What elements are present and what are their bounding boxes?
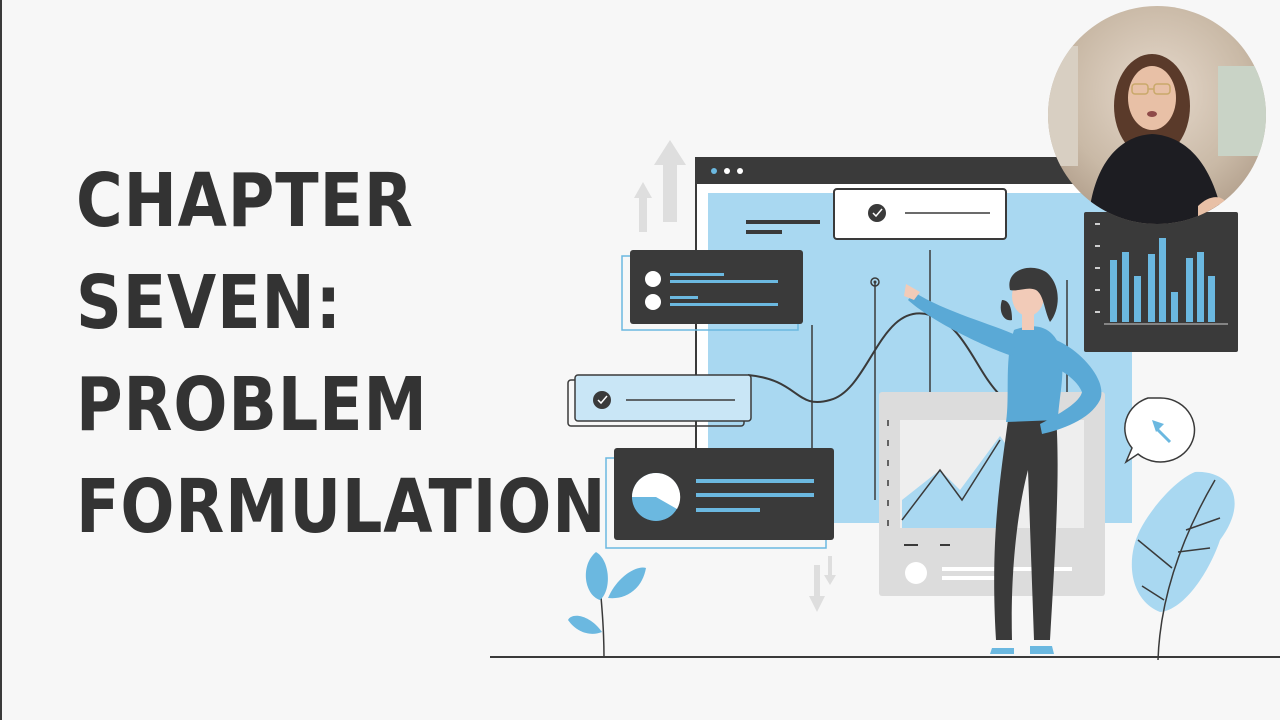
cursor-bubble bbox=[1124, 397, 1196, 465]
cursor-icon bbox=[1152, 420, 1172, 444]
leaf-icon bbox=[568, 552, 646, 659]
title-line-4: FORMULATION bbox=[76, 464, 607, 550]
arrow-up-icon bbox=[634, 140, 686, 232]
pie-chart-icon bbox=[632, 472, 681, 521]
check-icon bbox=[593, 391, 611, 409]
woman-figure bbox=[904, 267, 1102, 654]
check-card-blue bbox=[567, 374, 752, 427]
leaf-icon bbox=[1131, 471, 1235, 661]
list-card bbox=[621, 250, 803, 331]
check-card-top bbox=[833, 188, 1007, 240]
title-line-1: CHAPTER bbox=[76, 158, 414, 244]
bar-chart-panel bbox=[1084, 212, 1238, 352]
title-line-3: PROBLEM bbox=[76, 362, 428, 448]
pie-card bbox=[605, 448, 834, 549]
title-line-2: SEVEN: bbox=[76, 260, 342, 346]
arrow-down-icon bbox=[809, 556, 836, 612]
slide-title: CHAPTER SEVEN: PROBLEM FORMULATION bbox=[76, 150, 606, 558]
slide-border bbox=[0, 0, 2, 720]
check-icon bbox=[868, 204, 886, 222]
presenter-webcam bbox=[1048, 6, 1266, 224]
